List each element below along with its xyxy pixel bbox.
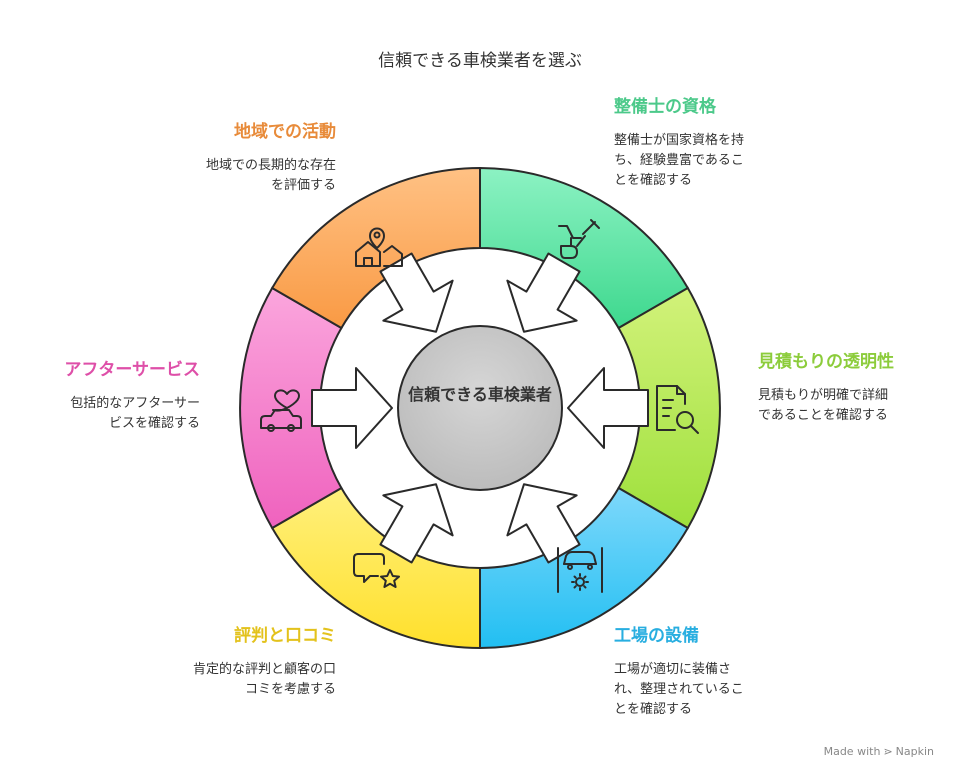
label-after: アフターサービス 包括的なアフターサービスを確認する — [50, 358, 200, 434]
label-estimate: 見積もりの透明性 見積もりが明確で詳細であることを確認する — [758, 350, 908, 426]
mechanic-tools-icon — [558, 219, 600, 259]
label-reviews: 評判と口コミ 肯定的な評判と顧客の口コミを考慮する — [136, 624, 336, 700]
label-local-title: 地域での活動 — [234, 122, 336, 142]
label-after-desc: 包括的なアフターサービスを確認する — [70, 396, 200, 431]
label-mechanic: 整備士の資格 整備士が国家資格を持ち、経験豊富であることを確認する — [614, 95, 814, 191]
label-facility-desc: 工場が適切に装備され、整理されていることを確認する — [614, 662, 744, 717]
label-facility-title: 工場の設備 — [614, 626, 699, 646]
label-facility: 工場の設備 工場が適切に装備され、整理されていることを確認する — [614, 624, 814, 720]
arrow-mechanic — [506, 252, 581, 333]
arrow-estimate — [567, 367, 649, 449]
arrows — [311, 252, 649, 564]
label-local: 地域での活動 地域での長期的な存在を評価する — [136, 120, 336, 196]
car-lift-gear-icon — [557, 547, 603, 593]
label-mechanic-title: 整備士の資格 — [614, 97, 716, 117]
arrow-reviews — [379, 483, 454, 564]
speech-bubble-star-icon — [353, 553, 400, 588]
napkin-logo-icon: ⋗ — [883, 745, 893, 758]
center-label: 信頼できる車検業者 — [408, 385, 552, 404]
label-estimate-desc: 見積もりが明確で詳細であることを確認する — [758, 388, 889, 423]
car-heart-icon — [260, 389, 302, 432]
label-estimate-title: 見積もりの透明性 — [758, 352, 894, 372]
document-search-icon — [656, 385, 699, 434]
arrow-facility — [506, 483, 581, 564]
label-local-desc: 地域での長期的な存在を評価する — [205, 158, 336, 193]
arrow-local — [379, 252, 454, 333]
arrow-after — [311, 367, 393, 449]
footer-prefix: Made with — [823, 745, 881, 758]
page-title: 信頼できる車検業者を選ぶ — [378, 51, 582, 71]
segment-mechanic — [479, 166, 690, 330]
label-mechanic-desc: 整備士が国家資格を持ち、経験豊富であることを確認する — [614, 133, 745, 188]
center-circle — [397, 325, 563, 491]
napkin-footer: Made with⋗Napkin — [824, 745, 934, 758]
label-after-title: アフターサービス — [64, 360, 200, 380]
location-house-icon — [355, 227, 403, 267]
footer-brand: Napkin — [895, 745, 934, 758]
label-reviews-title: 評判と口コミ — [234, 626, 336, 646]
label-reviews-desc: 肯定的な評判と顧客の口コミを考慮する — [192, 662, 336, 697]
